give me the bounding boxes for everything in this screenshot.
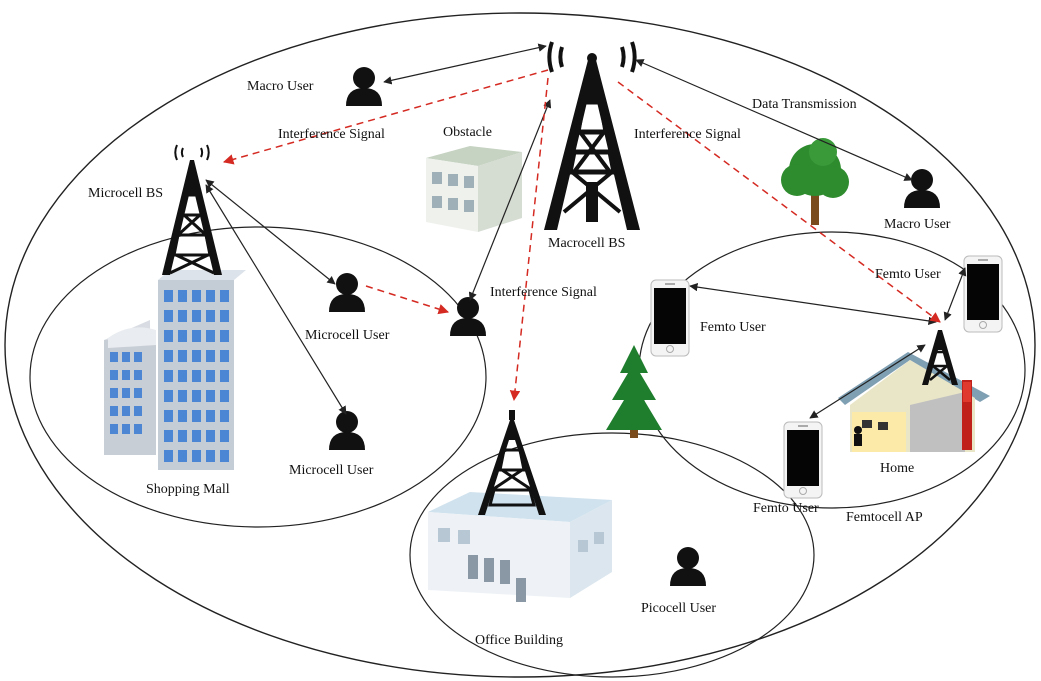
macro-user-right-label: Macro User bbox=[884, 217, 951, 232]
picocell-coverage bbox=[409, 432, 815, 678]
macro-user-top-label: Macro User bbox=[247, 79, 314, 94]
femto-user-bottom-label: Femto User bbox=[753, 501, 819, 516]
macrocell-coverage bbox=[4, 12, 1036, 678]
home-label: Home bbox=[880, 461, 914, 476]
interference-middle-label: Interference Signal bbox=[490, 285, 597, 300]
femto-user-top-phone-icon bbox=[963, 255, 1003, 333]
obstacle-label: Obstacle bbox=[443, 125, 492, 140]
femto-user-top-label: Femto User bbox=[875, 267, 941, 282]
interference-right-label: Interference Signal bbox=[634, 127, 741, 142]
microcell-coverage bbox=[29, 226, 487, 528]
microcell-user-1-label: Microcell User bbox=[305, 328, 390, 343]
femto-user-left-label: Femto User bbox=[700, 320, 766, 335]
macro-user-top-icon bbox=[346, 67, 382, 106]
femtocell-ap-label: Femtocell AP bbox=[846, 510, 923, 525]
macrocell-bs-label: Macrocell BS bbox=[548, 236, 625, 251]
shopping-mall-label: Shopping Mall bbox=[146, 482, 230, 497]
interference-links bbox=[222, 69, 941, 402]
microcell-user-1-icon bbox=[329, 273, 365, 312]
obstacle-building-icon bbox=[426, 146, 522, 232]
interference-user-icon bbox=[450, 297, 486, 336]
macrocell-tower-icon bbox=[544, 41, 640, 230]
macro-user-right-icon bbox=[904, 169, 940, 208]
microcell-bs-label: Microcell BS bbox=[88, 186, 163, 201]
microcell-user-2-icon bbox=[329, 411, 365, 450]
data-links bbox=[205, 43, 967, 419]
pine-tree-icon bbox=[606, 345, 662, 438]
shopping-mall-building-icon bbox=[104, 270, 246, 470]
data-transmission-label: Data Transmission bbox=[752, 97, 857, 112]
femto-user-bottom-phone-icon bbox=[783, 421, 823, 499]
picocell-user-icon bbox=[670, 547, 706, 586]
femtocell-ap-icon bbox=[922, 330, 958, 385]
femto-user-left-phone-icon bbox=[650, 279, 690, 357]
interference-left-label: Interference Signal bbox=[278, 127, 385, 142]
office-building-icon bbox=[428, 492, 612, 602]
home-house-icon bbox=[838, 352, 990, 452]
office-building-label: Office Building bbox=[475, 633, 563, 648]
microcell-tower-icon bbox=[162, 144, 222, 275]
microcell-user-2-label: Microcell User bbox=[289, 463, 374, 478]
picocell-user-label: Picocell User bbox=[641, 601, 716, 616]
picocell-tower-icon bbox=[478, 410, 546, 515]
